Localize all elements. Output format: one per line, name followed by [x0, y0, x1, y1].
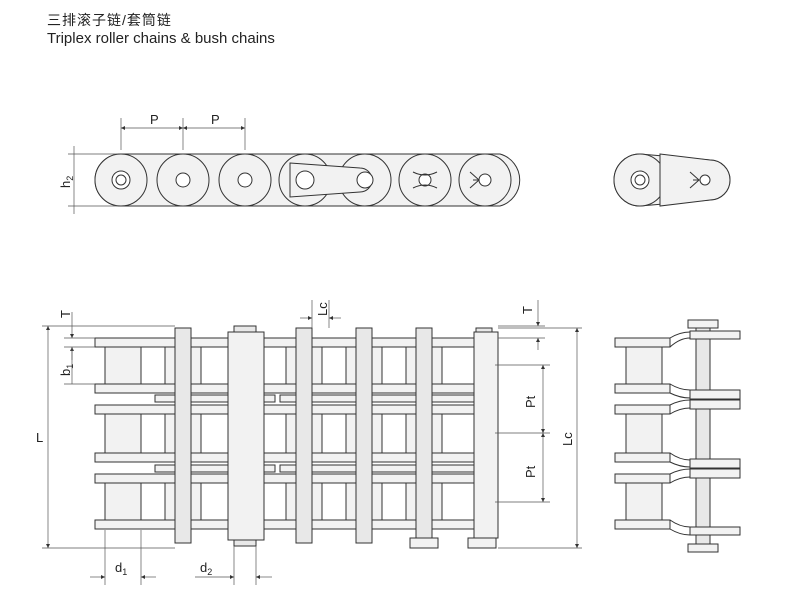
spring-clip-2 [469, 171, 492, 189]
Pt-label-2: Pt [523, 465, 538, 478]
rollers [104, 346, 443, 521]
b1-label: b1 [58, 364, 75, 376]
pitch-label-2: P [211, 112, 220, 127]
pins [174, 325, 499, 549]
pitch-dimension: P P [120, 112, 246, 150]
L-label: L [36, 430, 43, 445]
h2-label: h2 [58, 176, 75, 188]
T-label-right: T [520, 306, 535, 314]
Pt-label-1: Pt [523, 395, 538, 408]
d2-label: d2 [200, 560, 212, 577]
title-chinese: 三排滚子链/套筒链 [47, 12, 172, 28]
plan-end-view [614, 319, 741, 553]
top-dimensions: Lc T [300, 300, 545, 350]
right-dimensions: Pt Pt Lc [495, 327, 582, 549]
left-dimensions: L T b1 [36, 310, 175, 549]
Lc-label-top: Lc [315, 302, 330, 316]
pitch-label-1: P [150, 112, 159, 127]
spring-clip-1 [412, 171, 438, 189]
T-label-left: T [58, 310, 73, 318]
h2-dimension: h2 [58, 146, 118, 214]
side-view-chain [94, 153, 521, 207]
bottom-dimensions: d1 d2 [90, 530, 272, 585]
d1-label: d1 [115, 560, 127, 577]
plan-view-chain [94, 325, 499, 549]
Lc-label-side: Lc [560, 432, 575, 446]
end-link-view [613, 153, 731, 207]
title-english: Triplex roller chains & bush chains [47, 30, 275, 47]
